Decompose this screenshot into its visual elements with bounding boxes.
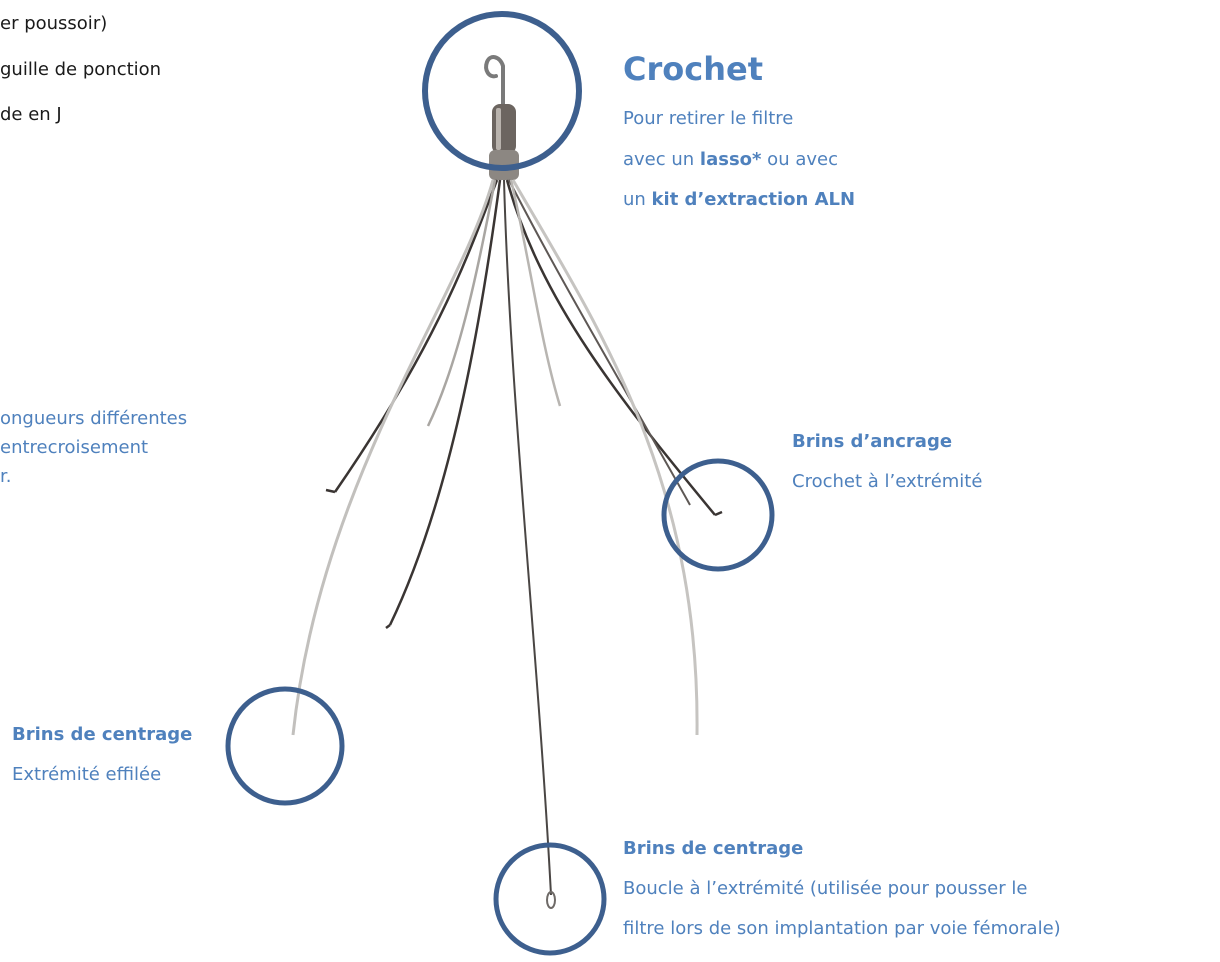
centering-loop-title: Brins de centrage bbox=[623, 838, 804, 859]
anchor-legs-desc: Crochet à l’extrémité bbox=[792, 471, 983, 492]
central-leg bbox=[503, 179, 552, 896]
loop-callout-circle bbox=[493, 842, 607, 956]
top-left-line: de en J bbox=[0, 104, 62, 125]
left-middle-line: ongueurs différentes bbox=[0, 408, 188, 429]
crochet-desc-line1: Pour retirer le filtre bbox=[623, 108, 794, 129]
top-left-line: er poussoir) bbox=[0, 13, 108, 34]
centering-loop-desc-line2: filtre lors de son implantation par voie… bbox=[623, 918, 1061, 939]
anchor-leg bbox=[505, 179, 716, 516]
crochet-desc-line2: avec un lasso* ou avec bbox=[623, 149, 838, 170]
left-middle-line: entrecroisement bbox=[0, 437, 149, 458]
top-left-line: guille de ponction bbox=[0, 59, 162, 80]
centering-tip-callout-circle bbox=[225, 686, 345, 806]
anchor-callout-circle bbox=[661, 458, 775, 572]
centering-leg bbox=[511, 179, 699, 736]
centering-leg bbox=[291, 179, 495, 736]
lasso-term: lasso* bbox=[699, 149, 762, 170]
anchor-leg bbox=[388, 179, 502, 626]
centering-leg bbox=[509, 179, 562, 407]
hook-wire bbox=[484, 55, 505, 79]
centering-loop-desc-line1: Boucle à l’extrémité (utilisée pour pous… bbox=[623, 878, 1028, 899]
left-middle-line: r. bbox=[0, 466, 12, 487]
centering-legs-desc: Extrémité effilée bbox=[12, 764, 162, 785]
crochet-desc-line3: un kit d’extraction ALN bbox=[623, 189, 856, 210]
centering-legs-title: Brins de centrage bbox=[12, 724, 193, 745]
hook-callout-circle bbox=[422, 11, 582, 171]
anchor-leg bbox=[333, 179, 499, 493]
extraction-kit-term: kit d’extraction ALN bbox=[651, 189, 856, 210]
leg-loop bbox=[546, 891, 556, 909]
centering-leg bbox=[426, 179, 497, 427]
crochet-title: Crochet bbox=[623, 50, 763, 88]
filter-head bbox=[492, 104, 516, 154]
anchor-legs-title: Brins d’ancrage bbox=[792, 431, 953, 452]
